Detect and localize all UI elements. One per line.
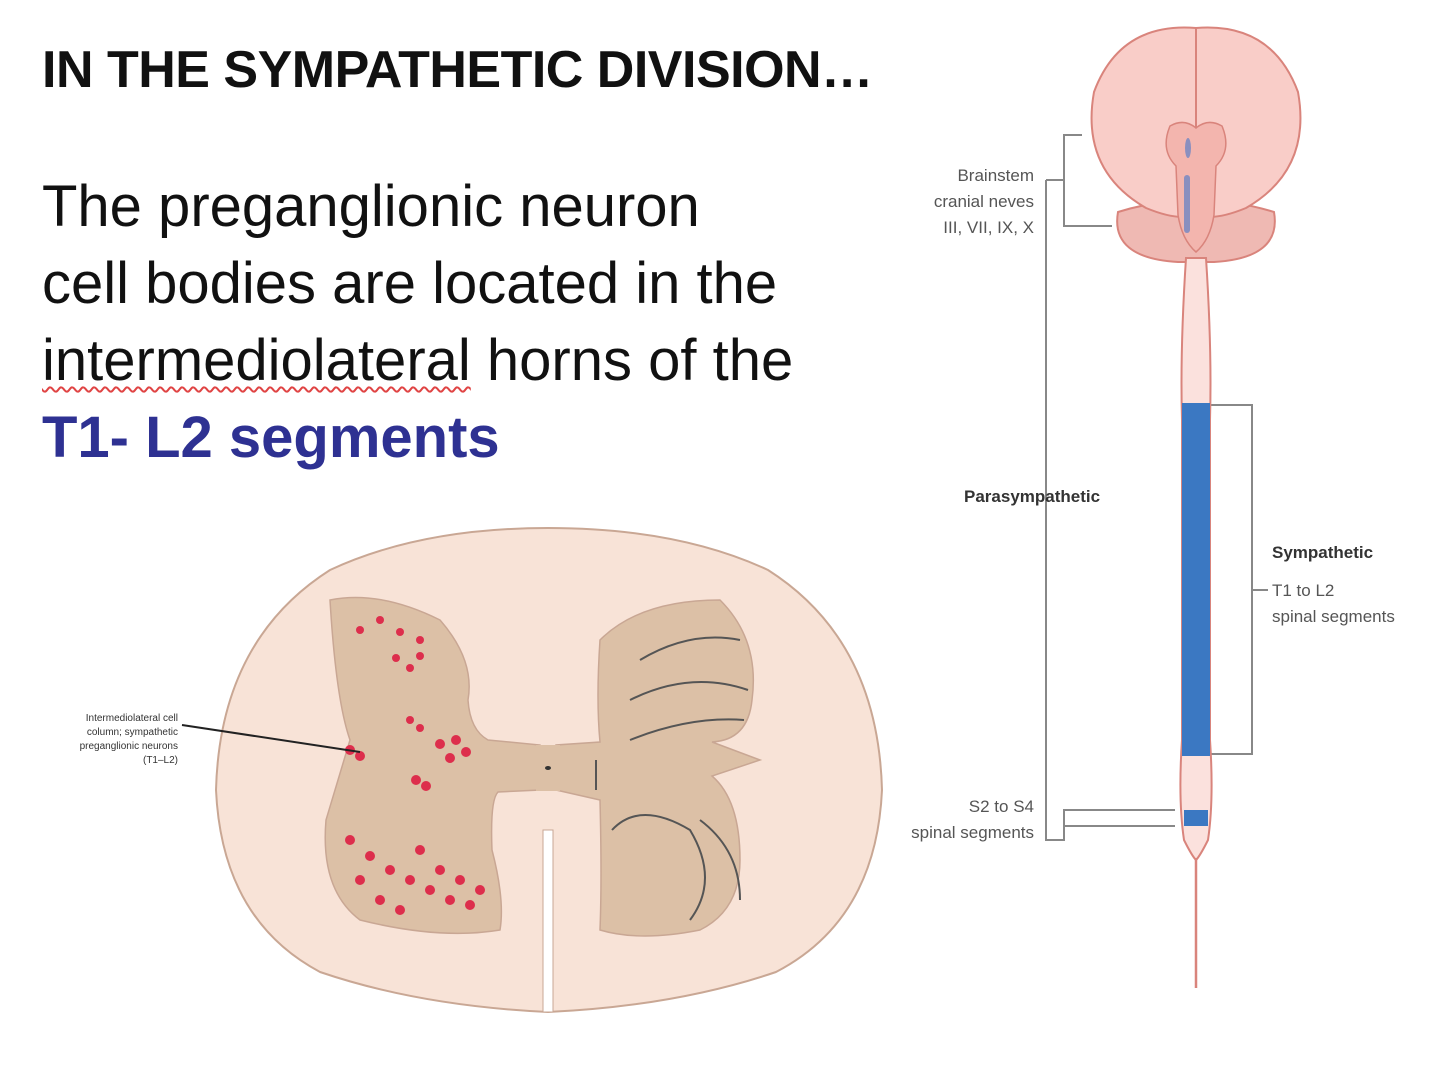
- tract-outlines: [595, 636, 749, 921]
- sacral-label-line-1: S2 to S4: [968, 797, 1034, 816]
- slide-body-text: The preganglionic neuron cell bodies are…: [42, 168, 902, 476]
- sacral-label-line-2: spinal segments: [911, 823, 1034, 842]
- sacral-label: S2 to S4 spinal segments: [874, 794, 1034, 846]
- red-neuron-clusters: [345, 616, 485, 915]
- brain-right-hemisphere: [1195, 26, 1302, 218]
- parasympathetic-label: Parasympathetic: [964, 487, 1101, 506]
- sympathetic-segment: [1182, 403, 1210, 756]
- brainstem-label: Brainstem cranial neves III, VII, IX, X: [900, 163, 1034, 241]
- highlight-segments: T1- L2 segments: [42, 405, 500, 470]
- sympathetic-sub-line-2: spinal segments: [1272, 607, 1395, 626]
- brainstem-label-line-2: cranial neves: [933, 192, 1034, 211]
- ventral-fissure: [542, 829, 554, 1013]
- spellcheck-underlined-word: intermediolateral: [42, 328, 471, 393]
- body-line-1: The preganglionic neuron: [42, 174, 700, 239]
- body-line-2: cell bodies are located in the: [42, 251, 778, 316]
- callout-line-2: column; sympathetic: [86, 727, 178, 738]
- brainstem-label-line-1: Brainstem: [957, 166, 1034, 185]
- sympathetic-sub-label: T1 to L2 spinal segments: [1272, 578, 1395, 630]
- sympathetic-label: Sympathetic: [1272, 543, 1374, 562]
- callout-line-1: Intermediolateral cell: [85, 713, 178, 724]
- callout-line: [181, 724, 361, 753]
- callout-line-4: (T1–L2): [142, 755, 178, 766]
- slide-heading: IN THE SYMPATHETIC DIVISION…: [42, 41, 873, 99]
- cord-callout-label: Intermediolateral cell column; sympathet…: [20, 712, 178, 768]
- sacral-segment: [1184, 810, 1208, 826]
- sympathetic-sub-line-1: T1 to L2: [1272, 581, 1335, 600]
- label-brackets: [1045, 134, 1268, 841]
- brain-left-hemisphere: [1090, 26, 1197, 218]
- callout-line-3: preganglionic neurons: [79, 741, 178, 752]
- body-line-3-rest: horns of the: [470, 328, 794, 393]
- grey-matter-right: [555, 599, 763, 937]
- body-line-3: intermediolateral horns of the: [42, 322, 902, 399]
- grey-matter-left: [324, 596, 541, 935]
- brainstem-label-line-3: III, VII, IX, X: [943, 218, 1034, 237]
- brainstem: [1165, 121, 1227, 253]
